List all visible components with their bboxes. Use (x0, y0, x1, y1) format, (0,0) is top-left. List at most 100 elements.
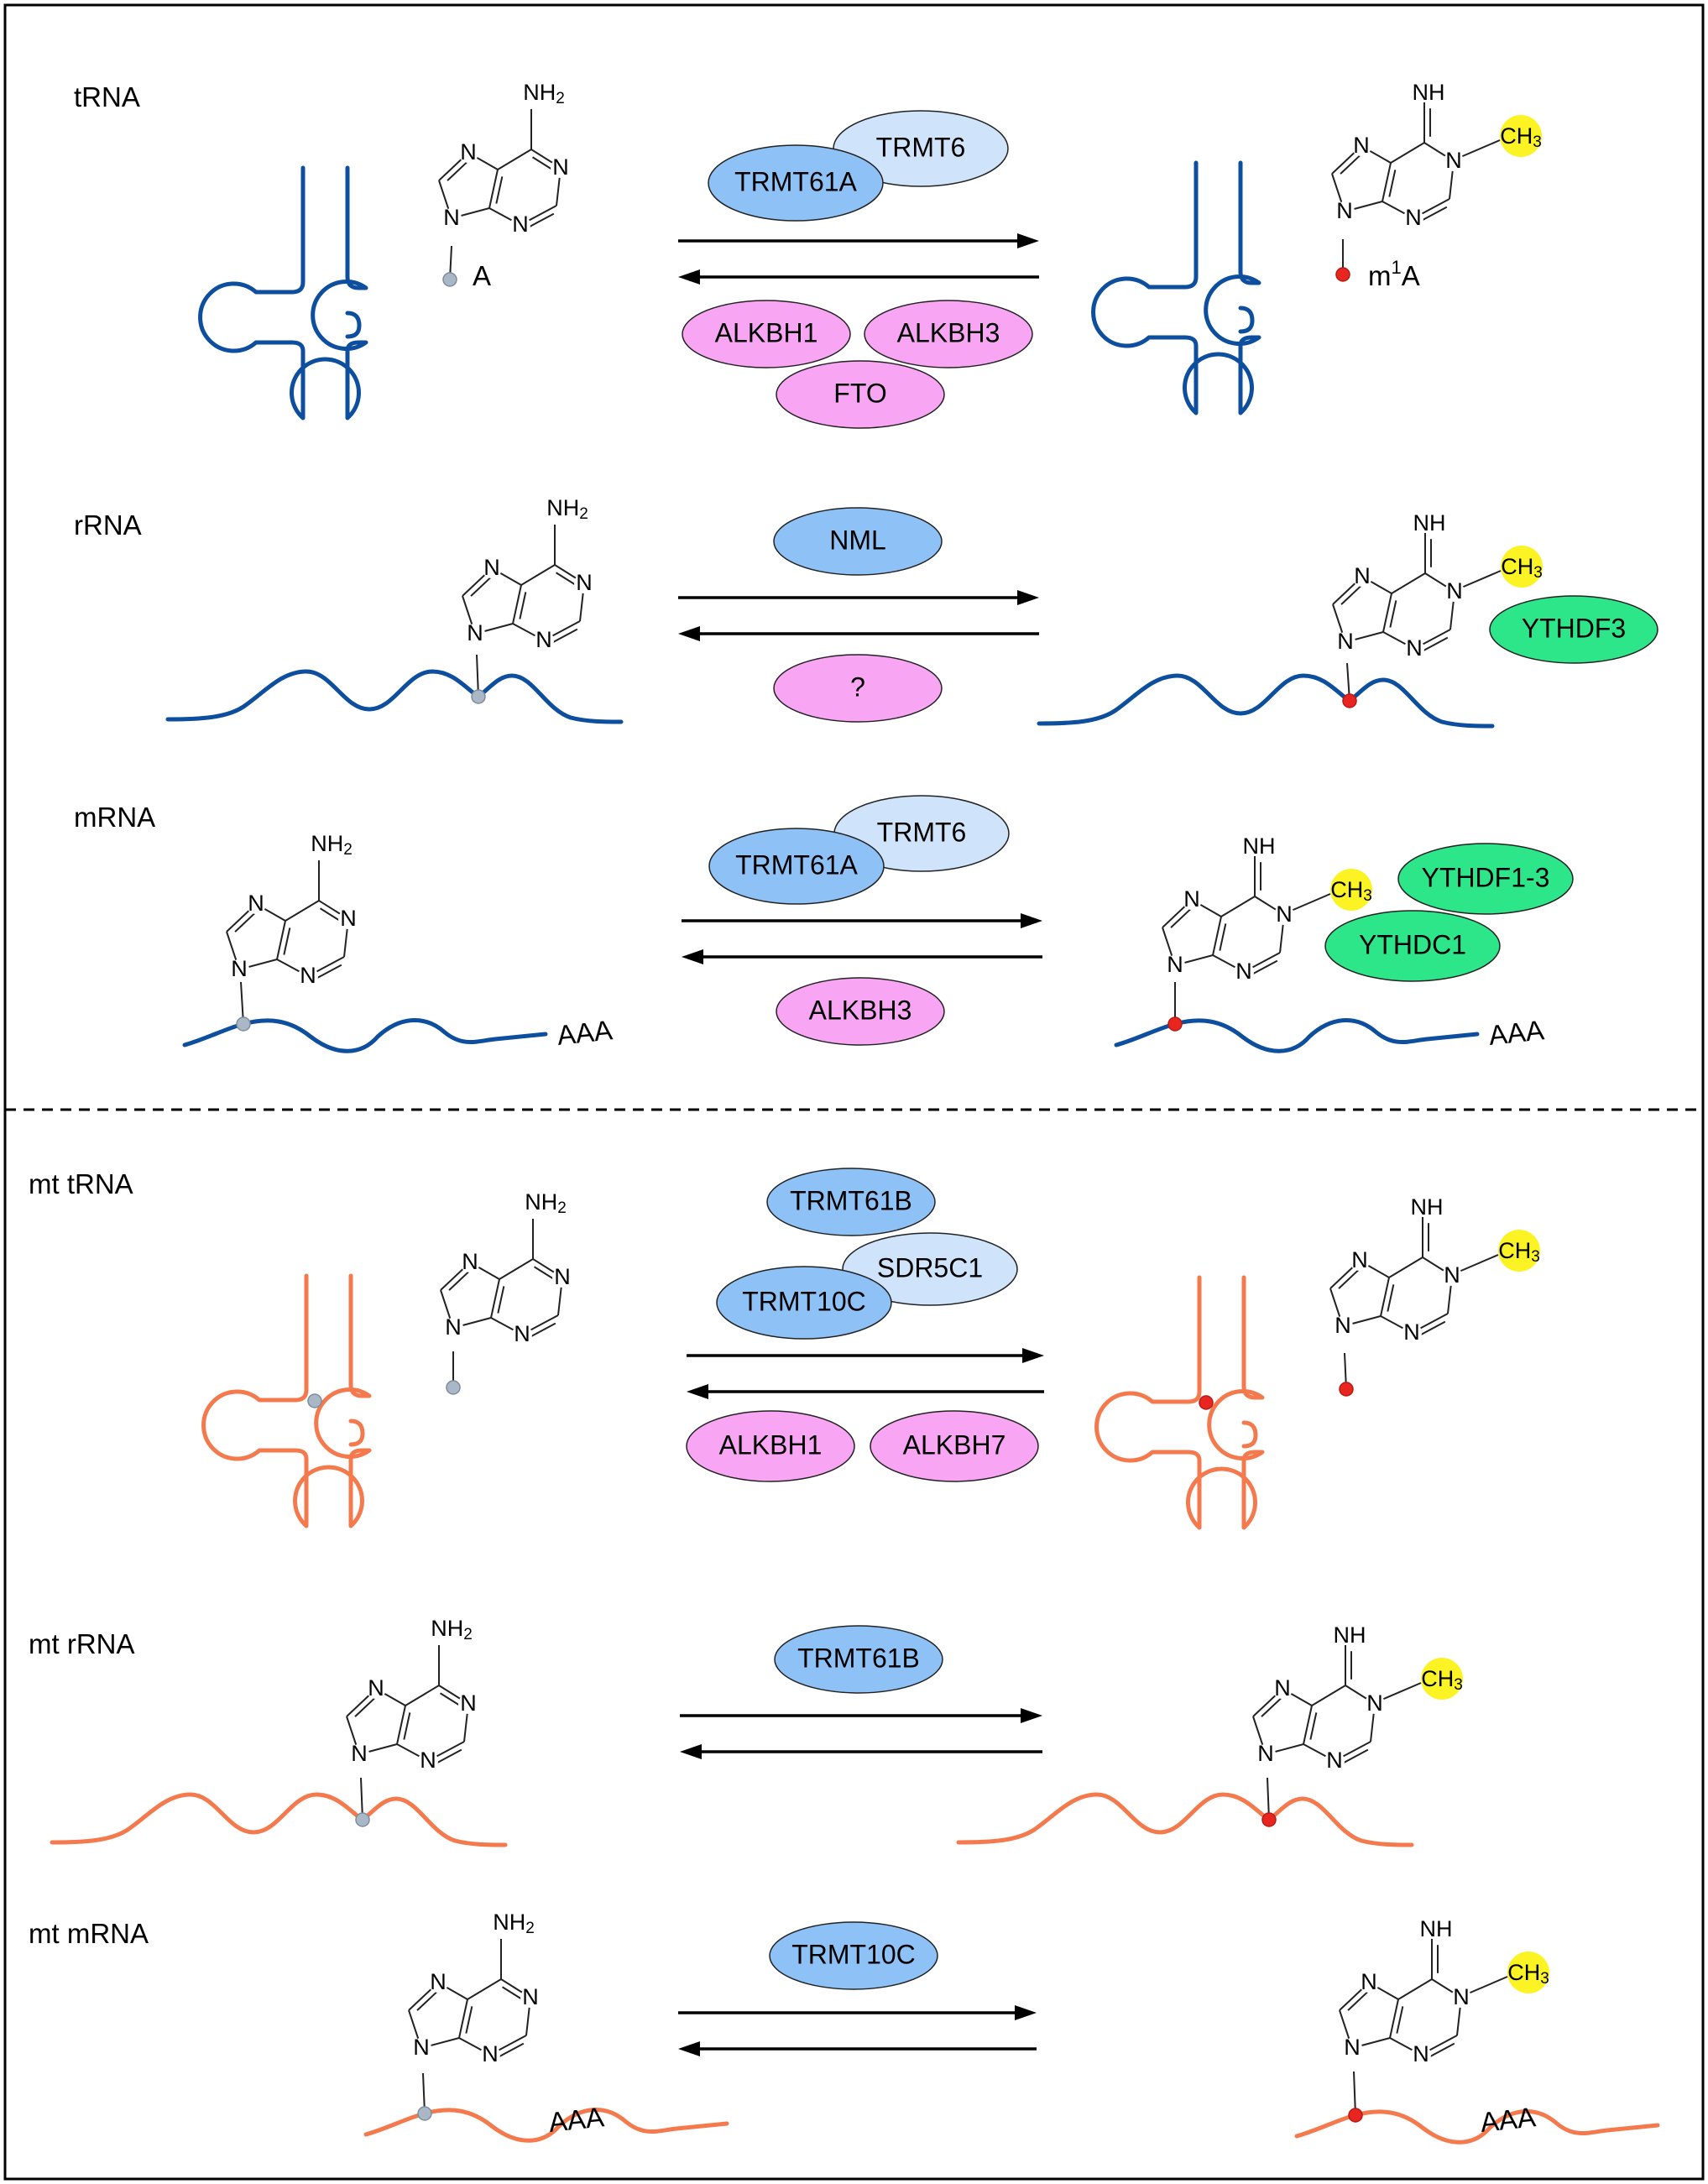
atom-halo (1335, 632, 1355, 652)
bond (499, 1258, 534, 1280)
atom-halo (441, 208, 462, 228)
bond (530, 1322, 556, 1338)
writer-trmt61b-label: TRMT61B (790, 1185, 912, 1215)
atom-halo (428, 1972, 448, 1993)
nitrogen-atom: N (482, 2041, 499, 2066)
imine-label: NH (1413, 80, 1445, 105)
reverse-arrowhead (678, 269, 700, 285)
atom-halo (520, 1988, 541, 2008)
atom-halo (482, 558, 502, 578)
nitrogen-atom: N (1361, 1969, 1377, 1994)
bond (470, 576, 493, 597)
writer-trmt10c-label: TRMT10C (742, 1286, 866, 1316)
bond (1388, 170, 1397, 197)
nitrogen-atom: N (514, 1321, 530, 1346)
bond (1458, 139, 1501, 159)
atom-halo (418, 1751, 438, 1771)
nitrogen-atom: N (462, 1249, 478, 1274)
eraser-alkbh1-label: ALKBH1 (719, 1429, 823, 1460)
bond (1391, 572, 1426, 594)
nitrogen-atom: N (1257, 1741, 1274, 1766)
atom-halo (552, 1267, 572, 1288)
amine-label: NH2 (431, 1616, 473, 1643)
nitrogen-atom: N (535, 627, 552, 652)
nitrogen-atom: N (576, 570, 593, 595)
trna-cloverleaf (201, 168, 427, 418)
nitrogen-atom: N (552, 154, 569, 180)
eraser-alkbh3 (864, 300, 1033, 368)
trna-backbone (1097, 1277, 1262, 1528)
bond (1421, 206, 1448, 222)
bond (1388, 1257, 1423, 1278)
nitrogen-atom: N (1274, 1675, 1291, 1701)
nitrogen-atom: N (1413, 2041, 1429, 2066)
nitrogen-atom: N (420, 1748, 436, 1773)
rrna-strand (958, 1795, 1412, 1845)
writer-nml (773, 507, 943, 576)
bond (285, 900, 320, 922)
methyl-highlight (1330, 869, 1372, 911)
bond (1261, 1696, 1283, 1717)
trna-cloverleaf (1094, 163, 1320, 413)
polya-tail: AAA (547, 2101, 606, 2138)
row-label-2: mRNA (74, 802, 155, 833)
trna-backbone (204, 1276, 369, 1526)
nitrogen-atom: N (554, 1264, 571, 1289)
trna-backbone (1094, 163, 1259, 413)
reader-ythdc1 (1324, 910, 1501, 982)
nitrogen-atom: N (1183, 886, 1200, 912)
atom-halo (1404, 639, 1424, 659)
methyl-highlight (1500, 115, 1542, 157)
atom-halo (366, 1679, 386, 1699)
polya-tail: AAA (556, 1014, 614, 1051)
eraser-alkbh1 (686, 1410, 855, 1482)
bond (1379, 1682, 1422, 1701)
bond (1419, 1320, 1446, 1336)
rrna-product-site (1342, 693, 1357, 708)
bond (416, 1990, 439, 2011)
bond (448, 1270, 471, 1291)
bond (497, 149, 532, 170)
writer-trmt10c-label: TRMT10C (791, 1939, 916, 1969)
bond (1338, 1268, 1361, 1289)
row-label-5: mt mRNA (29, 1918, 149, 1949)
atom-halo (1365, 1694, 1385, 1714)
atom-halo (1182, 890, 1202, 910)
bond (1382, 162, 1392, 202)
bond (1397, 1978, 1433, 2000)
amine-label: NH2 (493, 1910, 535, 1937)
imine-label: NH (1243, 833, 1276, 859)
nitrogen-atom: N (231, 956, 248, 981)
amine-label: NH2 (546, 495, 588, 523)
nitrogen-atom: N (460, 139, 477, 165)
rrna-strand (52, 1795, 505, 1845)
trna-anticodon-notch (351, 1421, 363, 1445)
atom-halo (512, 1325, 532, 1345)
rrna-strand (1039, 676, 1492, 726)
bond (531, 156, 554, 171)
atom-halo (1351, 136, 1371, 156)
bond (519, 592, 527, 619)
bond (467, 1978, 502, 2000)
eraser-alkbh1-label: ALKBH1 (715, 317, 818, 347)
nitrogen-atom: N (368, 1675, 384, 1701)
bond (533, 1266, 556, 1281)
atom-halo (1442, 1266, 1462, 1286)
bond (497, 1286, 505, 1314)
bond (1251, 959, 1278, 975)
bond (1422, 636, 1449, 652)
writer-trmt61a (708, 828, 885, 905)
reverse-arrowhead (680, 1744, 702, 1759)
bond (1389, 600, 1397, 628)
atom-halo (1350, 1251, 1370, 1271)
nitrogen-atom: N (300, 963, 316, 988)
